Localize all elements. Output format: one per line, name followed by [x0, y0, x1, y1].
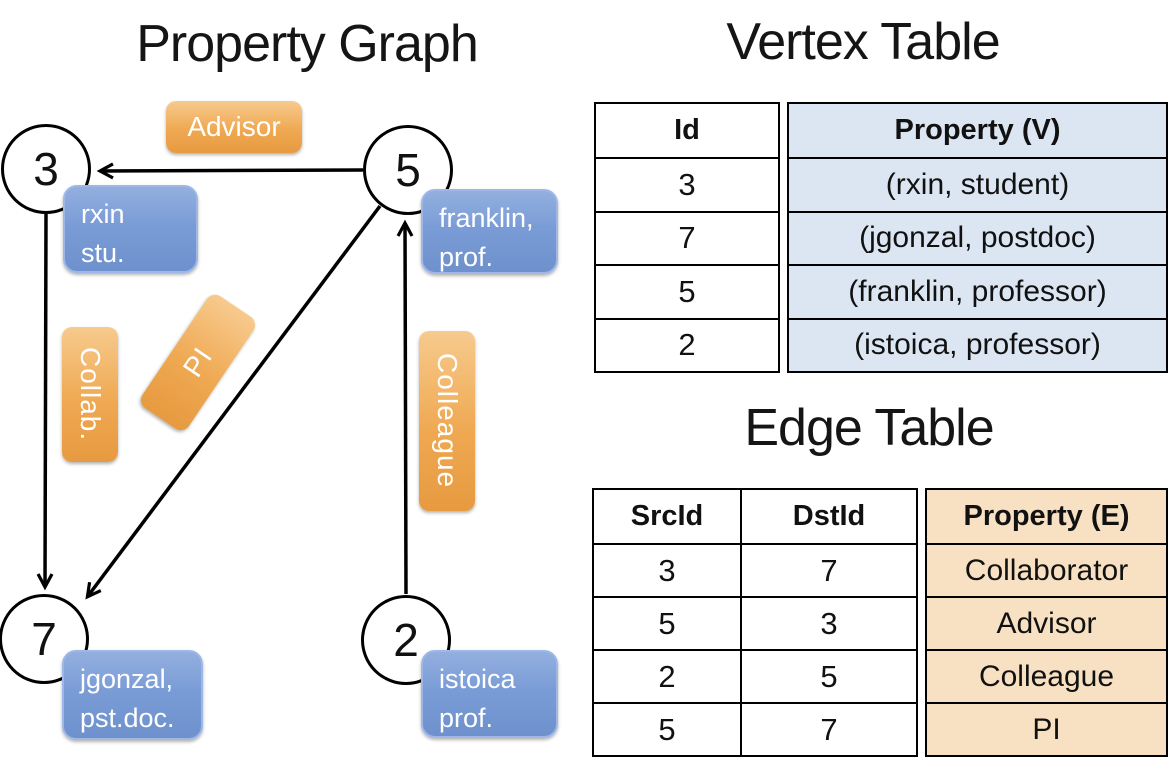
edge-table-header-dstid: DstId: [792, 500, 866, 532]
vertex-table-property-cell: (istoica, professor): [789, 317, 1166, 371]
edge-table-property-cell: Advisor: [927, 596, 1166, 649]
node-id-label: 2: [393, 614, 419, 666]
edge-label-text: PI: [176, 341, 219, 383]
vertex-property-line: stu.: [81, 238, 125, 269]
vertex-table-property-cell: (franklin, professor): [789, 264, 1166, 317]
graph-node-5: 5: [363, 125, 453, 215]
vertex-property-box-rxin: rxin stu.: [63, 185, 198, 273]
property-graph-title: Property Graph: [136, 15, 478, 73]
edge-label-text: Collab.: [75, 347, 106, 442]
edge-table-property-cell: PI: [927, 702, 1166, 755]
vertex-table-id-column: Id 3 7 5 2: [594, 102, 780, 373]
vertex-property-line: rxin: [81, 199, 125, 229]
vertex-property-line: pst.doc.: [80, 703, 175, 734]
edge-table-property-cell: Collaborator: [927, 543, 1166, 596]
node-id-label: 5: [395, 144, 421, 196]
edge-table-src-cell: 2: [594, 649, 742, 702]
edge-table-dst-cell: 5: [742, 649, 916, 702]
vertex-table-property-cell: (jgonzal, postdoc): [789, 210, 1166, 264]
edge-label-text: Colleague: [432, 353, 463, 489]
edge-table-header-property: Property (E): [963, 500, 1130, 532]
edge-label-text: Advisor: [187, 111, 281, 142]
edge-table-property-column: Property (E) Collaborator Advisor Collea…: [925, 488, 1168, 757]
vertex-property-box-franklin: franklin, prof.: [421, 189, 558, 274]
edge-label-colleague: Colleague: [419, 331, 475, 511]
graph-node-2: 2: [361, 595, 451, 685]
node-id-label: 7: [31, 613, 57, 665]
vertex-table-id-cell: 3: [596, 157, 778, 210]
edge-table-id-columns: SrcId DstId 3 7 5 3 2 5 5 7: [592, 488, 918, 757]
vertex-table-property-cell: (rxin, student): [789, 157, 1166, 210]
edge-table-src-cell: 3: [594, 543, 742, 596]
vertex-table-id-cell: 7: [596, 210, 778, 264]
vertex-property-line: prof.: [439, 242, 494, 273]
edge-arrow-3-to-7: [36, 213, 54, 591]
edge-table-dst-cell: 7: [742, 543, 916, 596]
vertex-table-property-column: Property (V) (rxin, student) (jgonzal, p…: [787, 102, 1168, 373]
vertex-property-line: jgonzal,: [80, 664, 174, 694]
edge-table-src-cell: 5: [594, 702, 742, 755]
edge-arrow-2-to-5: [396, 219, 414, 595]
vertex-property-box-jgonzal: jgonzal, pst.doc.: [62, 650, 203, 740]
vertex-table-header-id: Id: [674, 114, 700, 147]
node-id-label: 3: [33, 143, 59, 195]
edge-table-dst-cell: 7: [742, 702, 916, 755]
edge-arrow-5-to-3: [96, 162, 364, 180]
edge-label-collab: Collab.: [62, 327, 118, 462]
vertex-property-line: istoica: [439, 664, 516, 694]
edge-arrow-5-to-7: [85, 204, 382, 600]
graph-edges-layer: [36, 162, 414, 600]
edge-table-property-cell: Colleague: [927, 649, 1166, 702]
edge-table-title: Edge Table: [744, 399, 994, 457]
edge-table-dst-cell: 3: [742, 596, 916, 649]
vertex-property-box-istoica: istoica prof.: [421, 650, 558, 738]
vertex-property-line: franklin,: [439, 203, 534, 233]
vertex-table-id-cell: 2: [596, 317, 778, 371]
edge-table-header-srcid: SrcId: [594, 490, 742, 543]
vertex-table-title: Vertex Table: [726, 13, 1000, 71]
edge-table-src-cell: 5: [594, 596, 742, 649]
vertex-property-line: prof.: [439, 703, 494, 734]
vertex-table-id-cell: 5: [596, 264, 778, 317]
edge-label-advisor: Advisor: [166, 101, 302, 153]
vertex-table-header-property: Property (V): [894, 114, 1061, 147]
